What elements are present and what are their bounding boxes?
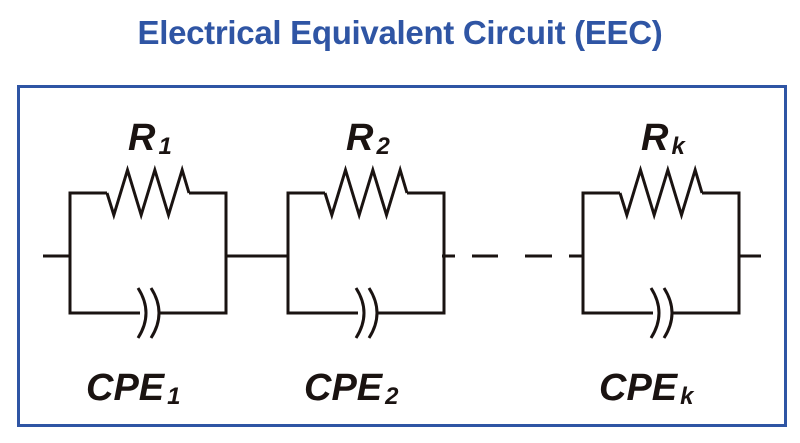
- circuit-frame: [17, 85, 787, 427]
- diagram-title: Electrical Equivalent Circuit (EEC): [137, 14, 663, 51]
- cpe-arc-right: [149, 287, 161, 339]
- cpe-label-main: CPE: [304, 367, 384, 409]
- resistor-label-subscript: 1: [158, 133, 171, 160]
- wire-right-branch: [376, 191, 446, 315]
- resistor-label-main: R: [128, 117, 156, 159]
- cpe-label-subscript: k: [680, 383, 695, 410]
- resistor-label-main: R: [641, 117, 669, 159]
- cpe-arc-left: [354, 287, 366, 339]
- cpe-arc-left: [136, 287, 148, 339]
- cpe-label-main: CPE: [86, 367, 166, 409]
- cpe-label-subscript: 1: [167, 383, 180, 410]
- resistor-symbol: [323, 164, 409, 221]
- wire-right-branch: [671, 191, 741, 315]
- cpe-arc-right: [367, 287, 379, 339]
- cpe-label-subscript: 2: [384, 383, 399, 410]
- resistor-label-subscript: k: [671, 133, 686, 160]
- resistor-symbol: [618, 164, 704, 221]
- resistor-label-subscript: 2: [375, 133, 390, 160]
- cpe-label-main: CPE: [599, 367, 679, 409]
- cpe-arc-right: [662, 287, 674, 339]
- resistor-symbol: [105, 164, 191, 221]
- wire-left-branch: [286, 191, 358, 315]
- wire-right-branch: [158, 191, 228, 315]
- wire-left-branch: [68, 191, 140, 315]
- wire-left-branch: [581, 191, 653, 315]
- cpe-arc-left: [649, 287, 661, 339]
- resistor-label-main: R: [346, 117, 374, 159]
